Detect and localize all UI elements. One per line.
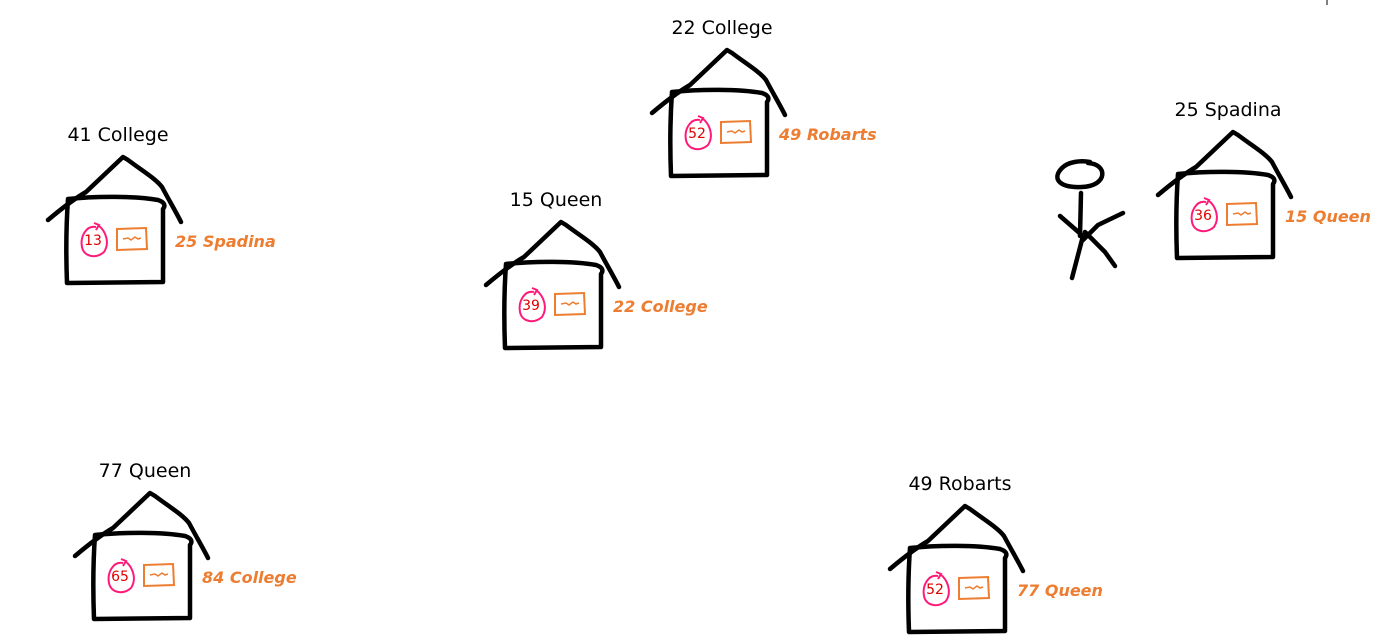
house-address: 41 College	[67, 124, 168, 146]
next-address: 15 Queen	[1285, 207, 1371, 226]
house-number: 39	[522, 298, 540, 314]
next-address: 25 Spadina	[175, 232, 276, 251]
house-icon	[72, 490, 211, 622]
number-circle	[1190, 197, 1218, 233]
mailbox-icon	[720, 119, 753, 145]
mailbox-icon	[554, 291, 587, 317]
number-circle	[107, 558, 135, 594]
mailbox-icon	[116, 226, 149, 252]
house-address: 77 Queen	[99, 460, 192, 482]
house: 49 Robarts 52 77 Queen	[887, 473, 1103, 635]
house-number: 52	[688, 126, 706, 142]
house-icon	[887, 503, 1026, 635]
mailbox-icon	[143, 562, 176, 588]
house-number: 65	[111, 569, 129, 585]
house-address: 49 Robarts	[908, 473, 1011, 495]
house-number: 36	[1194, 208, 1212, 224]
house-number: 13	[84, 233, 102, 249]
stick-figure-icon	[1055, 159, 1126, 281]
house-address: 15 Queen	[510, 189, 603, 211]
house-icon	[483, 219, 622, 351]
house: 25 Spadina 36 15 Queen	[1155, 99, 1371, 261]
next-address: 77 Queen	[1017, 581, 1103, 600]
number-circle	[922, 571, 950, 607]
next-address: 84 College	[202, 568, 297, 587]
house-icon	[649, 47, 788, 179]
house: 77 Queen 65 84 College	[72, 460, 297, 622]
house: 22 College 52 49 Robarts	[649, 17, 877, 179]
house-icon	[45, 154, 184, 286]
house-address: 25 Spadina	[1174, 99, 1281, 121]
house-icon	[1155, 129, 1294, 261]
mailbox-icon	[958, 575, 991, 601]
house-number: 52	[926, 582, 944, 598]
mailbox-icon	[1226, 201, 1259, 227]
number-circle	[684, 115, 712, 151]
number-circle	[80, 222, 108, 258]
house-address: 22 College	[671, 17, 772, 39]
house: 41 College 13 25 Spadina	[45, 124, 276, 286]
number-circle	[518, 287, 546, 323]
house: 15 Queen 39 22 College	[483, 189, 708, 351]
next-address: 22 College	[613, 297, 708, 316]
next-address: 49 Robarts	[778, 125, 877, 144]
